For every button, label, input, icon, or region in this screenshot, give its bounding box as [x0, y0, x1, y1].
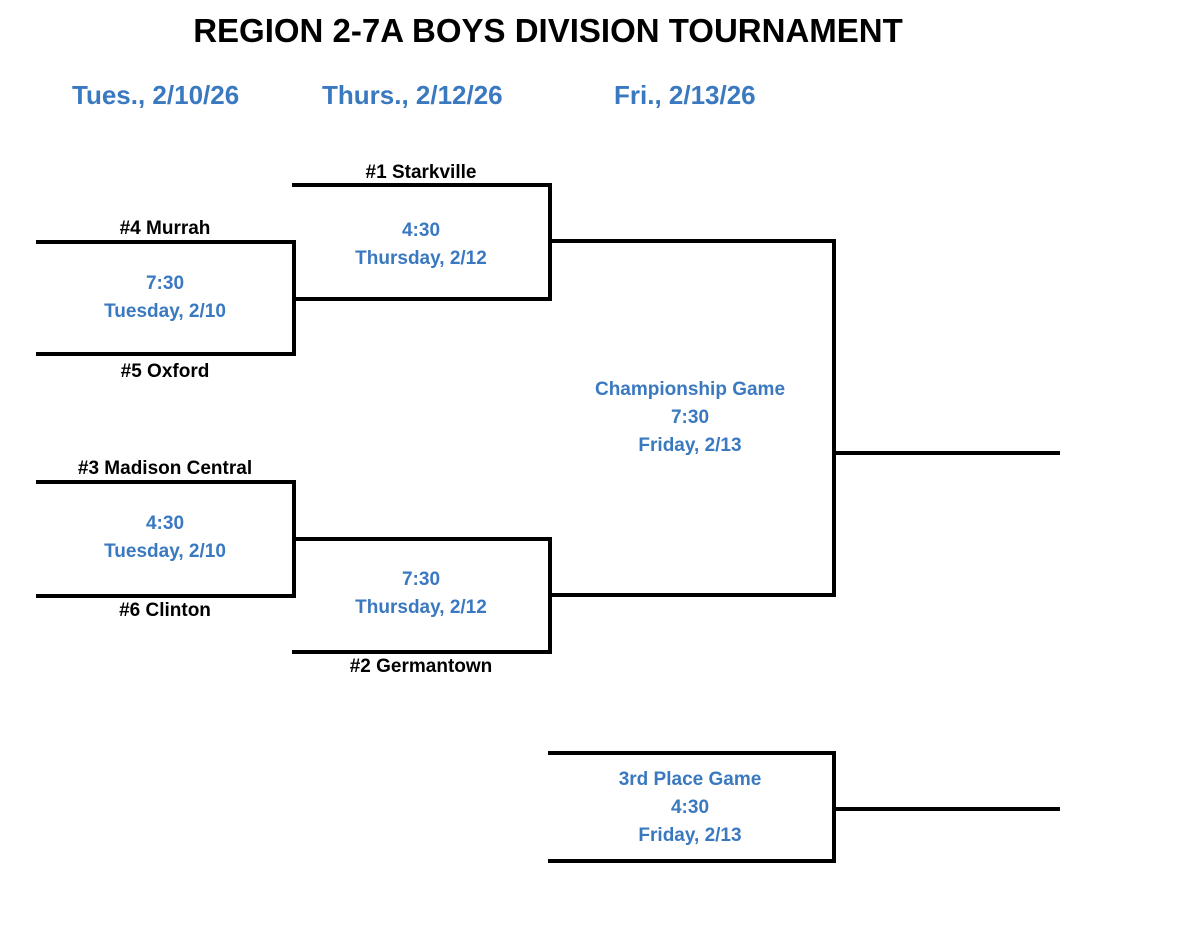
team-clinton: #6 Clinton [119, 600, 211, 621]
bracket-line [292, 297, 552, 301]
game-day: Tuesday, 2/10 [104, 301, 226, 322]
team-murrah: #4 Murrah [119, 218, 211, 239]
game-semi-bottom: 7:30 Thursday, 2/12 [292, 566, 550, 622]
bracket-line [292, 650, 552, 654]
game-name: 3rd Place Game [618, 769, 762, 790]
game-championship: Championship Game 7:30 Friday, 2/13 [548, 376, 832, 460]
game-day: Friday, 2/13 [638, 435, 742, 456]
round2-date: Thurs., 2/12/26 [322, 80, 503, 110]
bracket-line [548, 593, 836, 597]
bracket-line [292, 183, 552, 187]
game-time: 7:30 [401, 569, 441, 590]
game-r1-top: 7:30 Tuesday, 2/10 [36, 270, 294, 326]
game-time: 4:30 [145, 513, 185, 534]
game-r1-bottom: 4:30 Tuesday, 2/10 [36, 510, 294, 566]
bracket-line [36, 480, 296, 484]
bracket-line [832, 239, 836, 597]
team-madison-central: #3 Madison Central [77, 458, 253, 479]
bracket-line [36, 240, 296, 244]
game-day: Thursday, 2/12 [355, 248, 487, 269]
bracket-line [548, 859, 836, 863]
round3-date: Fri., 2/13/26 [614, 80, 756, 110]
bracket-line [36, 594, 296, 598]
bracket-line [548, 751, 836, 755]
team-starkville: #1 Starkville [365, 162, 477, 183]
game-time: 7:30 [145, 273, 185, 294]
game-name: Championship Game [594, 379, 786, 400]
page-title: REGION 2-7A BOYS DIVISION TOURNAMENT [193, 12, 903, 49]
game-third-place: 3rd Place Game 4:30 Friday, 2/13 [548, 766, 832, 850]
third-place-line [832, 807, 1060, 811]
game-day: Tuesday, 2/10 [104, 541, 226, 562]
bracket-line [36, 352, 296, 356]
game-semi-top: 4:30 Thursday, 2/12 [292, 217, 550, 273]
game-day: Friday, 2/13 [638, 825, 742, 846]
game-time: 7:30 [670, 407, 710, 428]
champion-line [832, 451, 1060, 455]
game-day: Thursday, 2/12 [355, 597, 487, 618]
team-oxford: #5 Oxford [120, 361, 210, 382]
bracket-line [292, 537, 552, 541]
game-time: 4:30 [670, 797, 710, 818]
bracket-line [548, 239, 836, 243]
round1-date: Tues., 2/10/26 [72, 80, 240, 110]
game-time: 4:30 [401, 220, 441, 241]
team-germantown: #2 Germantown [349, 656, 493, 677]
